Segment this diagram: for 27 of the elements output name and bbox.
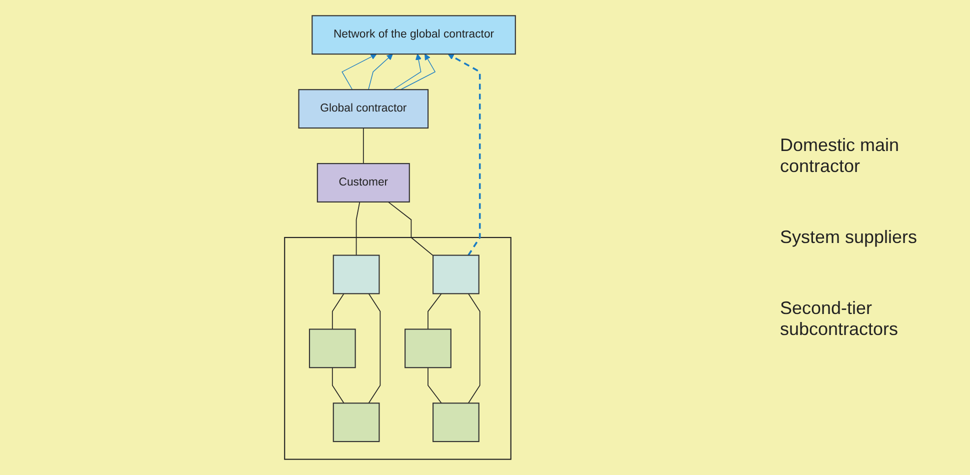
arrow <box>448 54 481 256</box>
connector <box>332 293 344 330</box>
node-box: Global contractor <box>298 89 429 129</box>
node-box <box>432 402 480 442</box>
arrow <box>342 54 377 90</box>
connector <box>356 202 360 256</box>
node-box: Customer <box>316 163 410 202</box>
node-box <box>404 328 452 368</box>
connector <box>368 293 381 404</box>
connector <box>428 293 442 330</box>
arrow <box>400 54 436 90</box>
node-box <box>432 254 480 294</box>
tier-label: Second-tier subcontractors <box>780 298 900 340</box>
tier-label: System suppliers <box>780 227 918 248</box>
connector <box>468 293 480 404</box>
connector <box>428 367 442 404</box>
arrow <box>368 54 393 90</box>
node-box <box>332 254 380 294</box>
node-box <box>332 402 380 442</box>
connector <box>388 202 434 256</box>
arrow <box>392 54 422 90</box>
connector <box>362 128 364 164</box>
node-box: Network of the global contractor <box>312 15 516 55</box>
connector <box>332 367 344 404</box>
tier-label: Domestic main contractor <box>780 135 900 177</box>
node-box <box>308 328 356 368</box>
cluster <box>284 236 512 460</box>
